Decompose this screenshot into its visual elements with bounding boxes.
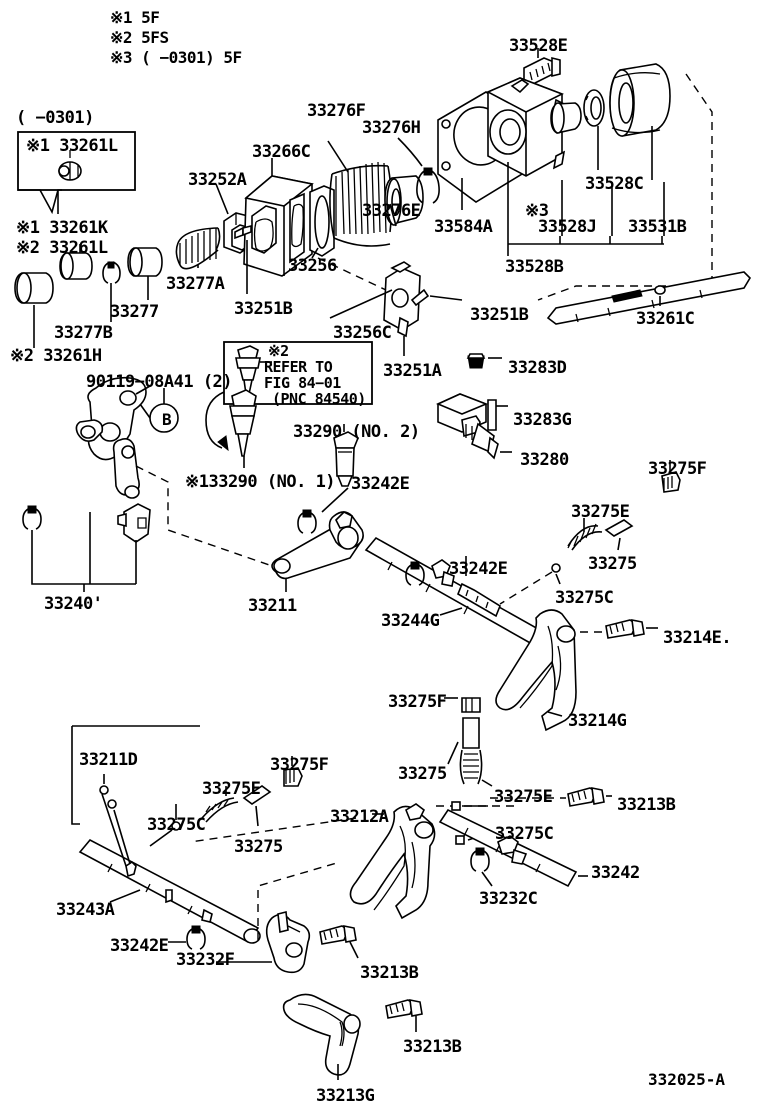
inset-box-33261L — [17, 131, 136, 215]
part-callout-33213B: 33213B — [403, 1037, 462, 1057]
drum-33531B — [537, 63, 713, 301]
bracket-33232F — [216, 911, 359, 974]
part-callout-33240: 33240' — [44, 594, 103, 614]
part-callout-33213G: 33213G — [316, 1086, 375, 1106]
part-callout-33243A: 33243A — [56, 900, 115, 920]
part-callout-33211D: 33211D — [79, 750, 138, 770]
part-callout-33252A: 33252A — [188, 170, 247, 190]
part-callout-33280: 33280 — [520, 450, 569, 470]
linkage-33256C — [317, 257, 463, 356]
part-callout-33214E: 33214E. — [663, 628, 732, 648]
inset-box-label: ※1 33261L — [26, 136, 118, 156]
switch-33290-no2 — [333, 424, 359, 487]
part-callout-3: ※3 — [525, 201, 549, 221]
part-callout-33256: 33256 — [288, 256, 337, 276]
part-callout-233261H: ※2 33261H — [10, 346, 102, 366]
note-1: ※1 5F — [110, 8, 160, 27]
part-callout-133290NO1: ※133290 (NO. 1) — [185, 472, 336, 492]
sensor-33280 — [435, 393, 512, 460]
fork-33214G — [444, 609, 658, 807]
part-callout-33275: 33275 — [398, 764, 447, 784]
part-callout-33214G: 33214G — [568, 711, 627, 731]
part-callout-33531B: 33531B — [628, 217, 687, 237]
part-callout-33275: 33275 — [588, 554, 637, 574]
shaft-33261C — [546, 271, 752, 325]
part-callout-133261K: ※1 33261K — [16, 218, 108, 238]
part-callout-33275F: 33275F — [648, 459, 707, 479]
part-callout-33275C: 33275C — [555, 588, 614, 608]
fork-33213G — [282, 993, 423, 1080]
ring-33256 — [309, 185, 335, 259]
part-callout-33528C: 33528C — [585, 174, 644, 194]
part-callout-33213B: 33213B — [360, 963, 419, 983]
part-callout-33256C: 33256C — [333, 323, 392, 343]
part-callout-33211: 33211 — [248, 596, 297, 616]
bracket-33240 — [22, 376, 279, 592]
seal-33528C — [583, 89, 613, 244]
part-callout-B: B — [162, 410, 172, 429]
part-callout-33275E: 33275E — [571, 502, 630, 522]
fork-33212A — [189, 801, 588, 920]
part-callout-33242E: 33242E — [449, 559, 508, 579]
shift-arm-33211 — [271, 460, 681, 646]
spring-33277A — [175, 227, 221, 270]
inset-box-header: ( −0301) — [16, 108, 94, 128]
part-callout-33275E: 33275E — [202, 779, 261, 799]
part-callout-33528J: 33528J — [538, 217, 597, 237]
part-callout-33251A: 33251A — [383, 361, 442, 381]
part-callout-33276E: 33276E — [362, 201, 421, 221]
refer-box — [205, 341, 373, 452]
part-callout-33276H: 33276H — [362, 118, 421, 138]
rod-33243A — [71, 725, 341, 950]
spacer-33528J — [550, 102, 582, 244]
part-callout-33213B: 33213B — [617, 795, 676, 815]
bushing-33276E — [384, 175, 424, 227]
bushing-group — [14, 244, 163, 348]
switch-33290-no1 — [229, 389, 257, 468]
part-callout-33251B: 33251B — [470, 305, 529, 325]
part-callout-33261C: 33261C — [636, 309, 695, 329]
part-callout-33277: 33277 — [110, 302, 159, 322]
part-callout-33251B: 33251B — [234, 299, 293, 319]
part-callout-33232C: 33232C — [479, 889, 538, 909]
refer-box-line3: FIG 84−01 — [264, 374, 341, 392]
part-callout-33277B: 33277B — [54, 323, 113, 343]
part-callout-33528E: 33528E — [509, 36, 568, 56]
part-callout-33290NO2: 33290 (NO. 2) — [293, 422, 420, 442]
part-callout-33283D: 33283D — [508, 358, 567, 378]
boot-33276F — [327, 140, 393, 247]
part-callout-33244G: 33244G — [381, 611, 440, 631]
part-callout-9011908A412: 90119−08A41 (2) — [86, 372, 233, 392]
refer-box-line1: ※2 — [268, 342, 289, 360]
footer-code: 332025-A — [648, 1070, 726, 1089]
part-callout-33242E: 33242E — [351, 474, 410, 494]
note-3: ※3 ( −0301) 5F — [110, 48, 242, 67]
plug-33283D — [466, 353, 502, 369]
part-callout-33275F: 33275F — [270, 755, 329, 775]
note-2: ※2 5FS — [110, 28, 169, 47]
part-callout-33277A: 33277A — [166, 274, 225, 294]
housing-33266C — [234, 158, 314, 294]
part-callout-33242: 33242 — [591, 863, 640, 883]
clip-33276H — [397, 137, 440, 204]
bolt-33528E — [523, 48, 561, 85]
part-callout-33266C: 33266C — [252, 142, 311, 162]
part-callout-33275F: 33275F — [388, 692, 447, 712]
part-callout-33275: 33275 — [234, 837, 283, 857]
part-callout-33283G: 33283G — [513, 410, 572, 430]
part-callout-33528B: 33528B — [505, 257, 564, 277]
part-callout-33212A: 33212A — [330, 807, 389, 827]
refer-box-line4: (PNC 84540) — [272, 390, 366, 408]
part-callout-33276F: 33276F — [307, 101, 366, 121]
part-callout-33242E: 33242E — [110, 936, 169, 956]
part-callout-33232F: 33232F — [176, 950, 235, 970]
refer-box-line2: REFER TO — [264, 358, 333, 376]
part-callout-33275C: 33275C — [495, 824, 554, 844]
part-callout-33275E: 33275E — [494, 787, 553, 807]
part-callout-33275C: 33275C — [147, 815, 206, 835]
part-callout-233261L: ※2 33261L — [16, 238, 108, 258]
part-callout-33584A: 33584A — [434, 217, 493, 237]
